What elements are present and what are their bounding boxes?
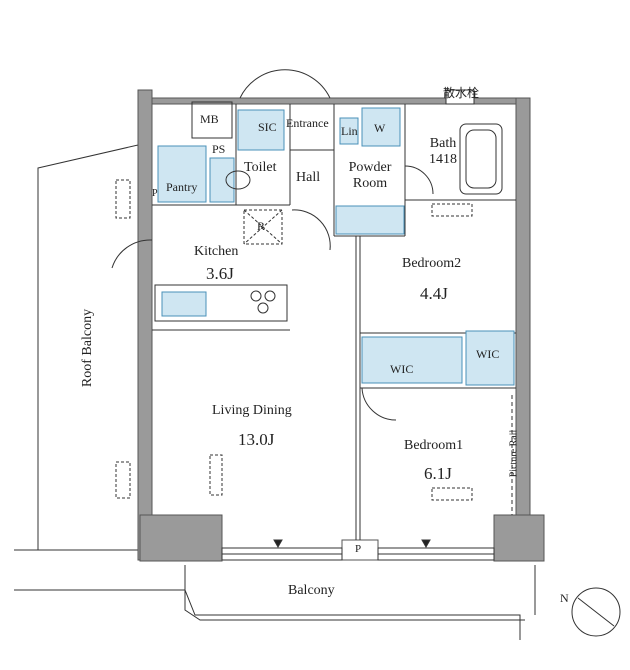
bedroom2-size: 4.4J bbox=[420, 284, 448, 303]
wic-left-shelf bbox=[361, 336, 463, 384]
roof-balcony-label: Roof Balcony bbox=[80, 308, 95, 388]
refrigerator bbox=[243, 209, 283, 245]
balcony-outline bbox=[14, 589, 521, 640]
sic-label: SIC bbox=[258, 120, 277, 134]
kitchen-counter bbox=[154, 284, 288, 322]
linen-label: Lin bbox=[341, 124, 358, 138]
entrance-label: Entrance bbox=[286, 116, 329, 130]
bedroom1-label: Bedroom1 bbox=[404, 438, 464, 453]
pipe-space-label: P bbox=[152, 188, 158, 199]
pipe-space-bottom-label: P bbox=[355, 543, 362, 555]
water-tap-label: 散水栓 bbox=[443, 86, 480, 100]
powder-room-line2: Room bbox=[352, 176, 388, 191]
living-dining-label: Living Dining bbox=[212, 403, 292, 418]
toilet-bowl bbox=[225, 170, 251, 190]
compass-icon bbox=[571, 587, 621, 637]
bath-label: Bath 1418 bbox=[418, 136, 468, 168]
wic-right-shelf bbox=[465, 330, 515, 386]
balcony-label: Balcony bbox=[288, 583, 335, 598]
hall-label: Hall bbox=[296, 170, 321, 185]
bath-title: Bath bbox=[429, 136, 457, 151]
washer-label: W bbox=[374, 121, 386, 135]
picture-rail-label: Picture Rail bbox=[508, 429, 520, 478]
bedroom2-label: Bedroom2 bbox=[402, 256, 462, 271]
washer bbox=[361, 107, 401, 147]
kitchen-size: 3.6J bbox=[206, 264, 234, 283]
bedroom1-size: 6.1J bbox=[424, 464, 452, 483]
wall-bottom-left bbox=[139, 514, 223, 562]
bathtub bbox=[459, 123, 503, 195]
powder-room-line1: Powder bbox=[348, 160, 392, 175]
pantry-shelf bbox=[157, 145, 207, 203]
toilet-label: Toilet bbox=[244, 160, 277, 175]
kitchen-label: Kitchen bbox=[194, 244, 239, 259]
bath-size: 1418 bbox=[429, 152, 457, 167]
mb-label: MB bbox=[200, 112, 219, 126]
pantry-label: Pantry bbox=[166, 180, 198, 194]
compass-north-label: N bbox=[560, 591, 569, 605]
wic-left-label: WIC bbox=[390, 362, 414, 376]
ps-label: PS bbox=[212, 142, 226, 156]
wall-left bbox=[137, 89, 153, 561]
refrigerator-label: R bbox=[257, 219, 266, 233]
powder-room-label: Powder Room bbox=[342, 160, 398, 192]
living-dining-size: 13.0J bbox=[238, 430, 275, 449]
wic-right-label: WIC bbox=[476, 347, 500, 361]
wall-bottom-right bbox=[493, 514, 545, 562]
sic-shelf bbox=[237, 109, 285, 151]
